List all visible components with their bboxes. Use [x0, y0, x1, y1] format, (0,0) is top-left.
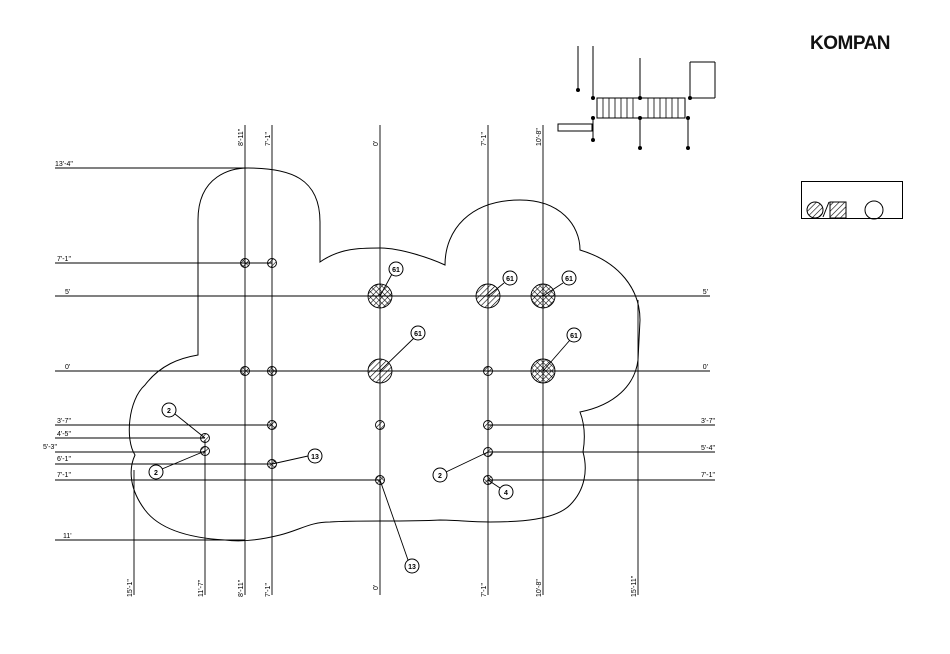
svg-text:0': 0': [703, 364, 708, 371]
svg-text:5': 5': [703, 289, 708, 296]
callout-leaders: [162, 274, 570, 560]
svg-text:7'-1": 7'-1": [57, 256, 71, 263]
callout-61: 61: [389, 262, 403, 276]
svg-text:6'-1": 6'-1": [57, 456, 71, 463]
svg-text:2: 2: [167, 408, 171, 415]
svg-text:3'-7": 3'-7": [701, 418, 715, 425]
small-footing: [268, 259, 277, 268]
dimension-labels-bottom: 15'-1" 11'-7" 8'-11" 7'-1" 0' 7'-1" 10'-…: [127, 575, 638, 597]
small-footing: [376, 421, 385, 430]
svg-text:0': 0': [373, 141, 380, 146]
svg-text:4: 4: [504, 490, 508, 497]
callout-61: 61: [411, 326, 425, 340]
dimension-labels-top: 8'-11" 7'-1" 0' 7'-1" 10'-8": [238, 128, 543, 146]
svg-text:7'-1": 7'-1": [57, 472, 71, 479]
key-plan-thumbnail: [558, 46, 715, 150]
safety-zone-outline: [129, 168, 640, 541]
footings: [201, 259, 556, 485]
svg-text:15'-1": 15'-1": [127, 579, 134, 597]
svg-text:3'-7": 3'-7": [57, 418, 71, 425]
callout-13: 13: [308, 449, 322, 463]
svg-text:7'-1": 7'-1": [701, 472, 715, 479]
svg-text:2: 2: [438, 473, 442, 480]
small-footing: [241, 367, 250, 376]
svg-text:61: 61: [506, 276, 514, 283]
callout-2: 2: [162, 403, 176, 417]
horizontal-grid-lines: [55, 168, 715, 540]
svg-text:61: 61: [392, 267, 400, 274]
svg-text:10'-8": 10'-8": [536, 579, 543, 597]
svg-text:13'-4": 13'-4": [55, 161, 73, 168]
svg-text:0': 0': [65, 364, 70, 371]
svg-text:8'-11": 8'-11": [238, 579, 245, 597]
legend-box: [801, 181, 903, 219]
svg-text:10'-8": 10'-8": [536, 128, 543, 146]
callout-61: 61: [503, 271, 517, 285]
svg-text:8'-11": 8'-11": [238, 128, 245, 146]
small-footing: [268, 421, 277, 430]
svg-text:7'-1": 7'-1": [265, 132, 272, 146]
small-footing: [241, 259, 250, 268]
svg-text:13: 13: [408, 564, 416, 571]
svg-text:7'-1": 7'-1": [481, 583, 488, 597]
callout-61: 61: [562, 271, 576, 285]
dimension-labels-left: 13'-4" 7'-1" 5' 0' 3'-7" 4'-5" 5'-3" 6'-…: [43, 161, 73, 540]
svg-text:2: 2: [154, 470, 158, 477]
small-footing: [484, 367, 493, 376]
svg-text:4'-5": 4'-5": [57, 431, 71, 438]
svg-text:11'-7": 11'-7": [198, 579, 205, 597]
small-footing: [484, 421, 493, 430]
svg-text:5'-4": 5'-4": [701, 445, 715, 452]
svg-text:5'-3": 5'-3": [43, 444, 57, 451]
callout-2: 2: [433, 468, 447, 482]
svg-text:61: 61: [414, 331, 422, 338]
small-footing: [268, 367, 277, 376]
svg-text:61: 61: [565, 276, 573, 283]
callout-61: 61: [567, 328, 581, 342]
svg-text:61: 61: [570, 333, 578, 340]
svg-text:7'-1": 7'-1": [265, 583, 272, 597]
svg-text:11': 11': [63, 533, 72, 540]
vertical-grid-lines: [134, 125, 638, 595]
dimension-labels-right: 5' 0' 3'-7" 5'-4" 7'-1": [701, 289, 715, 479]
svg-text:0': 0': [373, 585, 380, 590]
svg-text:5': 5': [65, 289, 70, 296]
callout-2: 2: [149, 465, 163, 479]
brand-logo: KOMPAN: [810, 33, 890, 55]
callout-13: 13: [405, 559, 419, 573]
callout-bubbles: 61 61 61 61 61 2 2 2 13 13 4: [149, 262, 581, 573]
callout-4: 4: [499, 485, 513, 499]
svg-text:15'-11": 15'-11": [631, 575, 638, 597]
svg-text:7'-1": 7'-1": [481, 132, 488, 146]
svg-text:13: 13: [311, 454, 319, 461]
